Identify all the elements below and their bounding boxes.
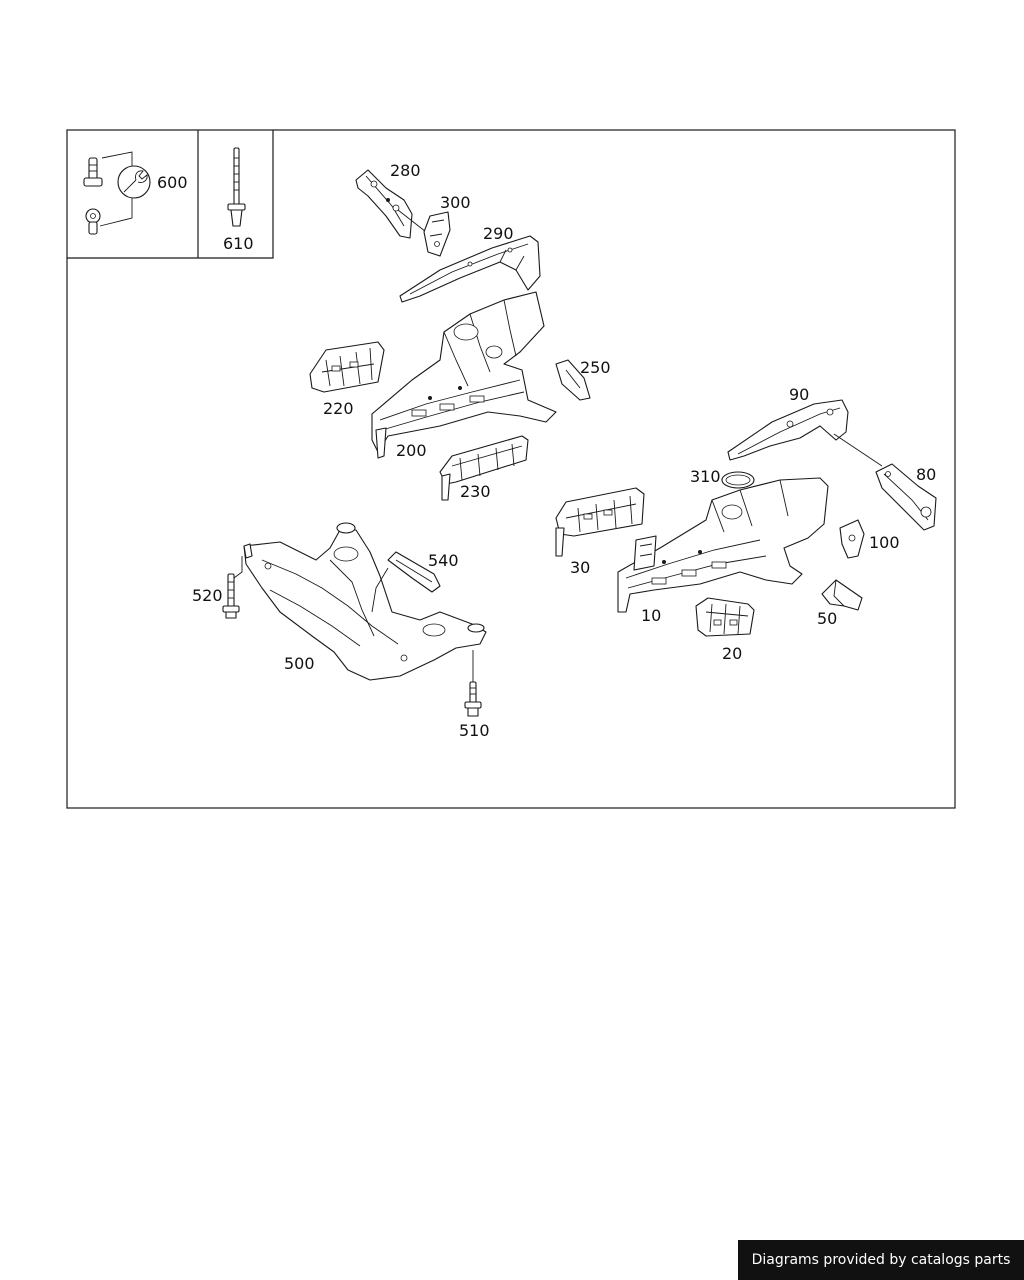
- callout-610: 610: [223, 234, 254, 253]
- callout-100: 100: [869, 533, 900, 552]
- part-280-bracket[interactable]: [355, 169, 413, 239]
- callout-600: 600: [157, 173, 188, 192]
- part-290-rail[interactable]: [399, 235, 541, 303]
- callout-10: 10: [641, 606, 661, 625]
- callout-220: 220: [323, 399, 354, 418]
- part-10-side-member[interactable]: [617, 477, 829, 613]
- part-50-block[interactable]: [821, 579, 863, 611]
- callout-50: 50: [817, 609, 837, 628]
- part-600-fastener-set[interactable]: [83, 151, 133, 235]
- part-510-bolt[interactable]: [464, 681, 482, 717]
- part-520-bolt[interactable]: [222, 573, 240, 619]
- footer-credit: Diagrams provided by catalogs parts: [738, 1240, 1024, 1280]
- part-220-panel[interactable]: [309, 341, 385, 393]
- part-540-strut[interactable]: [387, 551, 441, 593]
- inset-box-frame: [67, 130, 274, 259]
- part-250-bracket[interactable]: [555, 359, 591, 401]
- part-20-panel[interactable]: [695, 597, 755, 637]
- part-90-rail[interactable]: [727, 399, 849, 461]
- callout-290: 290: [483, 224, 514, 243]
- callout-520: 520: [192, 586, 223, 605]
- callout-90: 90: [789, 385, 809, 404]
- leader-540: [371, 567, 389, 613]
- callout-510: 510: [459, 721, 490, 740]
- callout-230: 230: [460, 482, 491, 501]
- part-80-bracket[interactable]: [875, 463, 937, 531]
- part-610-stud-bolt[interactable]: [227, 147, 246, 227]
- part-230-panel[interactable]: [439, 435, 529, 501]
- callout-280: 280: [390, 161, 421, 180]
- callout-80: 80: [916, 465, 936, 484]
- callout-500: 500: [284, 654, 315, 673]
- part-300-plate[interactable]: [423, 211, 451, 257]
- part-200-side-member[interactable]: [371, 291, 557, 459]
- callout-310: 310: [690, 467, 721, 486]
- diagram-frame: [66, 129, 956, 809]
- callout-250: 250: [580, 358, 611, 377]
- wrench-icon: [117, 165, 151, 199]
- callout-200: 200: [396, 441, 427, 460]
- leader-90: [833, 433, 883, 467]
- part-500-subframe[interactable]: [243, 522, 487, 681]
- callout-20: 20: [722, 644, 742, 663]
- callout-300: 300: [440, 193, 471, 212]
- part-100-bracket[interactable]: [839, 519, 865, 559]
- callout-540: 540: [428, 551, 459, 570]
- part-310-gasket[interactable]: [721, 471, 755, 489]
- leader-520: [233, 556, 243, 579]
- callout-30: 30: [570, 558, 590, 577]
- part-30-panel[interactable]: [555, 487, 645, 557]
